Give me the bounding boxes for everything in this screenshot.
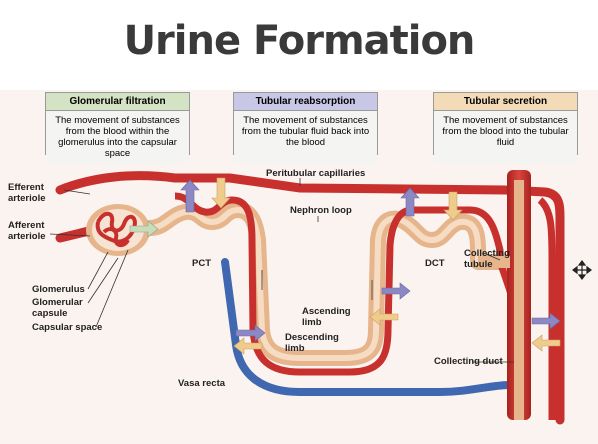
filtration-arrow bbox=[129, 220, 159, 238]
label-vasa-recta: Vasa recta bbox=[178, 378, 226, 389]
tubular-reabsorption-heading: Tubular reabsorption bbox=[234, 93, 377, 111]
tubular-secretion-box: Tubular secretion The movement of substa… bbox=[433, 92, 578, 164]
flow-arrows bbox=[261, 270, 373, 300]
label-capsular-space: Capsular space bbox=[32, 322, 103, 333]
move-cursor-icon bbox=[572, 260, 592, 280]
label-ascending-limb: Ascending limb bbox=[302, 306, 351, 328]
label-nephron-loop: Nephron loop bbox=[290, 205, 352, 216]
label-afferent-arteriole: Afferent arteriole bbox=[8, 220, 46, 242]
label-pct: PCT bbox=[192, 258, 211, 269]
tubular-secretion-heading: Tubular secretion bbox=[434, 93, 577, 111]
label-dct: DCT bbox=[425, 258, 445, 269]
glomerular-filtration-heading: Glomerular filtration bbox=[46, 93, 189, 111]
page-title: Urine Formation bbox=[123, 18, 476, 64]
tubular-reabsorption-box: Tubular reabsorption The movement of sub… bbox=[233, 92, 378, 164]
tubular-secretion-text: The movement of substances from the bloo… bbox=[434, 111, 577, 164]
label-efferent-arteriole: Efferent arteriole bbox=[8, 182, 46, 204]
peritubular-capillary-top bbox=[55, 171, 565, 425]
vasa-recta-vein bbox=[221, 258, 514, 396]
label-descending-limb: Descending limb bbox=[285, 332, 339, 354]
glomerular-filtration-text: The movement of substances from the bloo… bbox=[46, 111, 189, 164]
glomerulus bbox=[95, 211, 137, 247]
peritubular-capillary-loop bbox=[174, 192, 529, 376]
label-collecting-duct: Collecting duct bbox=[434, 356, 503, 367]
label-glomerulus: Glomerulus bbox=[32, 284, 85, 295]
tubular-reabsorption-text: The movement of substances from the tubu… bbox=[234, 111, 377, 164]
label-peritubular-capillaries: Peritubular capillaries bbox=[266, 168, 366, 179]
label-glomerular-capsule: Glomerular capsule bbox=[32, 297, 83, 319]
reabsorption-arrows bbox=[180, 179, 561, 342]
glomerular-filtration-box: Glomerular filtration The movement of su… bbox=[45, 92, 190, 164]
secretion-arrows bbox=[211, 177, 561, 355]
label-collecting-tubule: Collecting tubule bbox=[464, 248, 510, 270]
